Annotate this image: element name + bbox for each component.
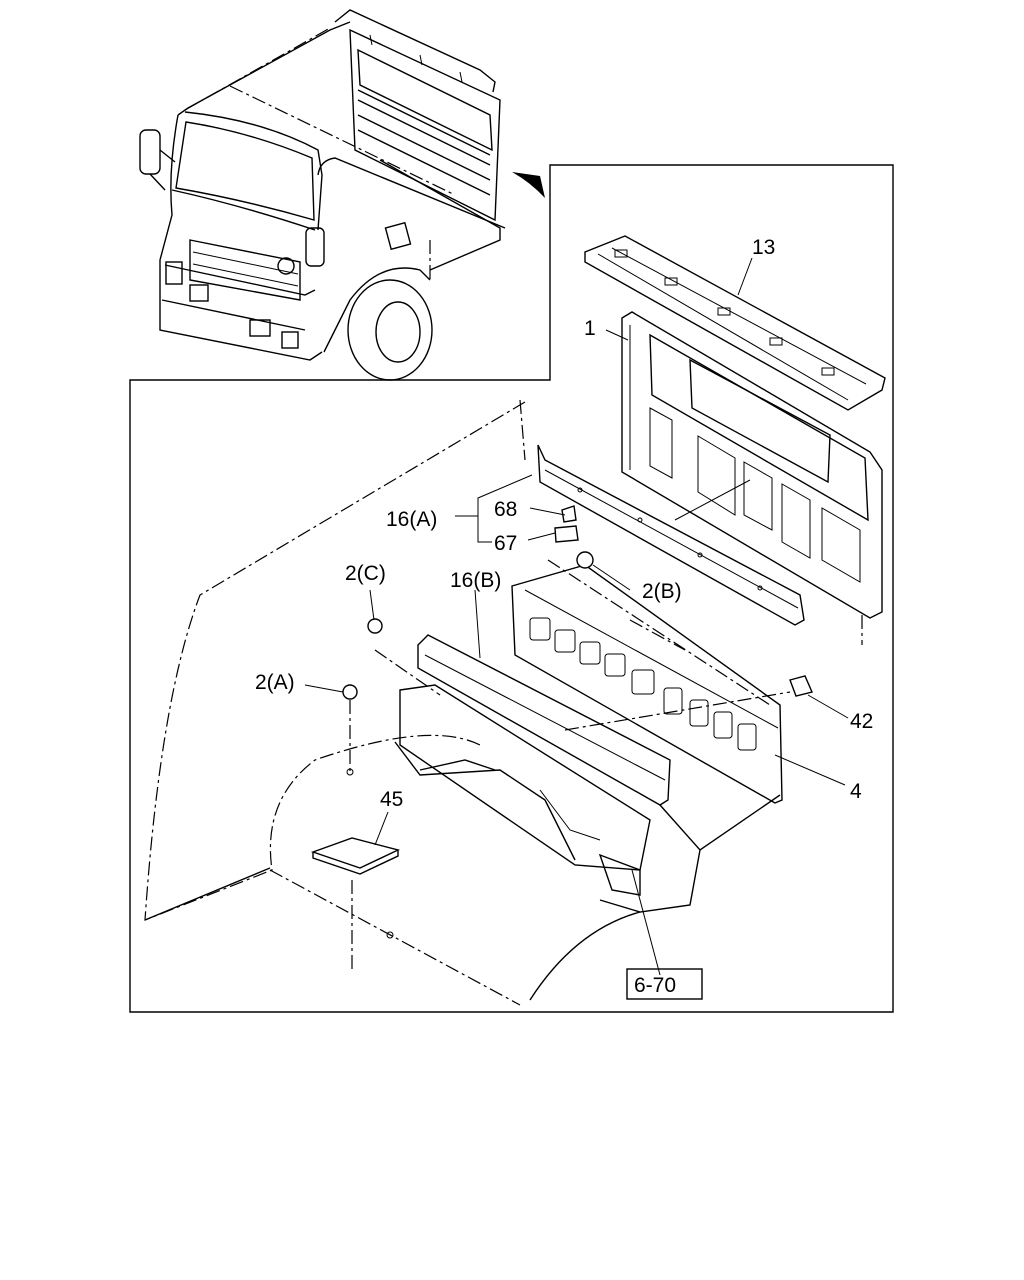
callout-16a: 16(A) <box>386 508 437 531</box>
part-1-rear-panel <box>621 311 883 645</box>
part-16b-floor-channel <box>417 634 671 806</box>
part-13-upper-trim <box>584 235 886 411</box>
leader-lines <box>304 257 849 976</box>
callout-42: 42 <box>850 710 873 733</box>
callout-2a: 2(A) <box>255 671 295 694</box>
part-2c-grommet <box>367 618 383 634</box>
callout-1: 1 <box>584 317 596 340</box>
part-67-clip <box>554 525 579 543</box>
part-2b-grommet <box>576 551 594 569</box>
part-16a-rail <box>537 444 805 626</box>
truck-overview <box>139 9 545 381</box>
diagram-frame <box>129 164 894 1013</box>
callout-13: 13 <box>752 236 775 259</box>
part-45-floor-mat <box>310 837 401 875</box>
callout-4: 4 <box>850 780 862 803</box>
part-68-clip <box>561 505 577 523</box>
callout-2b: 2(B) <box>642 580 682 603</box>
callout-16b: 16(B) <box>450 569 501 592</box>
reference-label: 6-70 <box>634 974 676 997</box>
floor-structure <box>394 684 651 896</box>
reference-box <box>626 968 703 1000</box>
callout-68: 68 <box>494 498 517 521</box>
part-42-bracket <box>789 675 813 697</box>
callout-45: 45 <box>380 788 403 811</box>
part-2a-grommet <box>342 684 358 700</box>
callout-2c: 2(C) <box>345 562 386 585</box>
callout-67: 67 <box>494 532 517 555</box>
floor-outline <box>144 401 526 921</box>
